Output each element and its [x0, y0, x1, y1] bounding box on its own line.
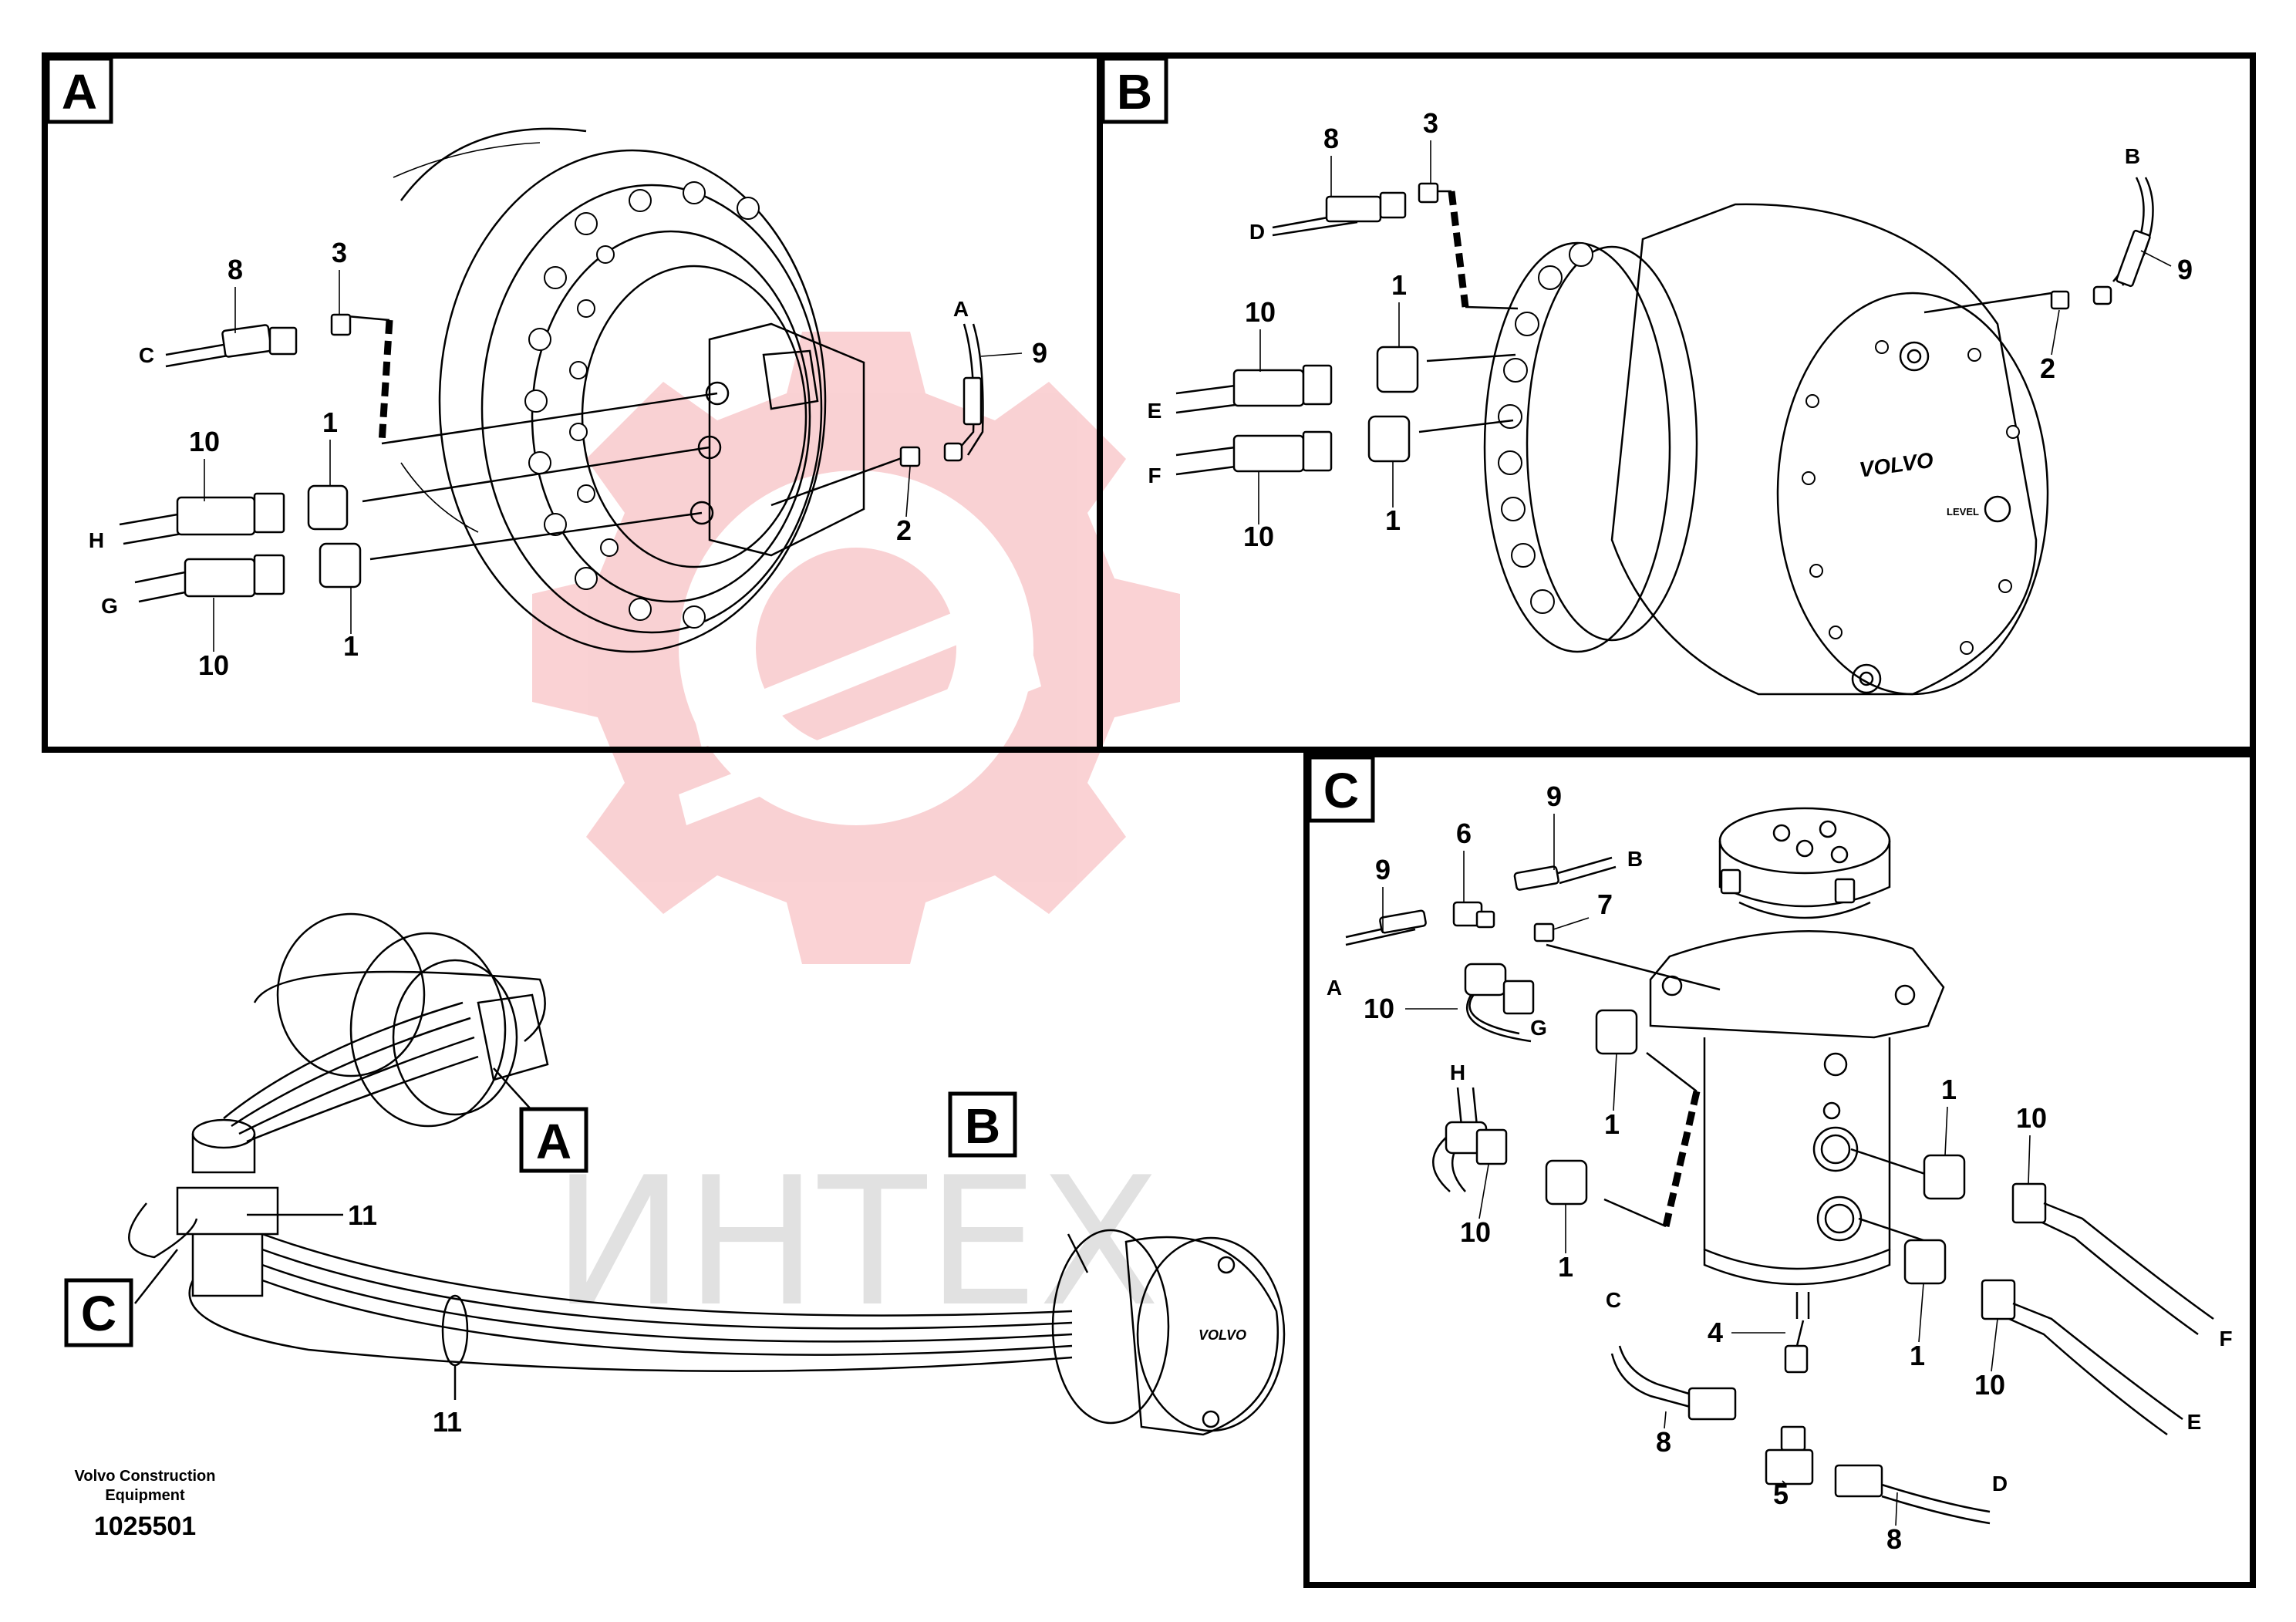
- letter-b-e: E: [1148, 399, 1162, 423]
- tee-fitting-6: [1345, 856, 1617, 946]
- ref-c-10-h: 10: [1460, 1216, 1491, 1248]
- hose-d-assembly: [1272, 182, 1439, 237]
- letter-c-c: C: [1606, 1288, 1621, 1312]
- ref-c-10-g: 10: [1364, 993, 1394, 1024]
- overview-tag-a-box: [519, 1107, 588, 1173]
- ref-b-10-top: 10: [1245, 296, 1276, 328]
- letter-c-d: D: [1992, 1472, 2008, 1496]
- ref-b-8: 8: [1323, 123, 1339, 154]
- hose-f-c-assembly: [1923, 1154, 2214, 1336]
- panel-c: C: [1307, 755, 2233, 1555]
- ref-a-1-bottom: 1: [343, 630, 359, 662]
- overview-tag-b: B: [965, 1098, 1000, 1154]
- ref-a-1-top: 1: [322, 406, 338, 438]
- panel-b: B VOLVO LEVEL: [1101, 56, 2193, 696]
- letter-c-e: E: [2187, 1410, 2202, 1434]
- letter-c-g: G: [1530, 1016, 1547, 1040]
- panel-b-tag-box: [1101, 56, 1168, 124]
- letter-a-c: C: [139, 343, 154, 367]
- tee-fitting-5: [1610, 1344, 1991, 1525]
- hose-g-assembly: [134, 542, 362, 603]
- level-label-b: LEVEL: [1947, 506, 1979, 518]
- ref-c-1-g: 1: [1604, 1108, 1620, 1140]
- ref-b-3: 3: [1423, 107, 1438, 139]
- overview-tag-c-box: [64, 1278, 133, 1347]
- ref-c-9-left: 9: [1375, 854, 1391, 885]
- document-number: 1025501: [94, 1512, 196, 1541]
- hose-e-c-assembly: [1903, 1239, 2183, 1436]
- letter-c-f: F: [2219, 1327, 2232, 1351]
- elbow-h-assembly: [1432, 1087, 1588, 1206]
- letter-c-a: A: [1327, 976, 1342, 1000]
- letter-a-a: A: [953, 297, 969, 321]
- ref-c-10-e: 10: [1974, 1369, 2005, 1401]
- travel-motor-a: [393, 127, 865, 653]
- overview-housing-logo: VOLVO: [1199, 1327, 1246, 1343]
- overview-ref-11-right: 11: [348, 1199, 377, 1231]
- letter-c-b: B: [1627, 847, 1643, 871]
- panel-a-tag-box: [46, 56, 113, 124]
- hose-c-assembly: [165, 313, 352, 368]
- letter-b-d: D: [1249, 220, 1265, 244]
- panel-c-tag-box: [1307, 755, 1375, 823]
- letter-a-g: G: [101, 594, 118, 618]
- housing-logo-b: VOLVO: [1858, 447, 1935, 481]
- overview-tag-c: C: [81, 1286, 116, 1341]
- ref-a-10-top: 10: [189, 426, 220, 457]
- ref-a-9: 9: [1032, 337, 1047, 369]
- watermark-logo: [532, 332, 1180, 964]
- ref-c-4: 4: [1708, 1317, 1723, 1348]
- elbow-g-assembly: [1464, 963, 1638, 1055]
- hose-f-assembly: [1175, 415, 1411, 476]
- ref-c-5: 5: [1773, 1479, 1789, 1510]
- company-line-2: Equipment: [105, 1487, 185, 1504]
- overview-tag-a: A: [536, 1114, 571, 1169]
- hose-9-assembly: [899, 323, 984, 467]
- hose-9-b-assembly: [2050, 177, 2154, 310]
- ref-a-8: 8: [228, 254, 243, 285]
- letter-c-h: H: [1450, 1061, 1465, 1084]
- ref-c-8-left: 8: [1656, 1426, 1671, 1458]
- hose-e-assembly: [1175, 346, 1419, 414]
- dashed-link-b: [1448, 191, 1469, 308]
- ref-c-10-f: 10: [2016, 1102, 2047, 1134]
- ref-c-8-right: 8: [1886, 1523, 1902, 1555]
- ref-c-6: 6: [1456, 818, 1472, 849]
- swivel-joint: [1649, 807, 1945, 1319]
- panel-c-frame: [1303, 751, 2256, 1588]
- letter-b-f: F: [1148, 464, 1161, 487]
- ref-c-1-f: 1: [1941, 1074, 1957, 1105]
- ref-c-9-right: 9: [1546, 781, 1562, 812]
- letter-a-h: H: [89, 528, 104, 552]
- ref-c-7: 7: [1597, 889, 1613, 920]
- company-line-1: Volvo Construction: [75, 1468, 216, 1485]
- dashed-link-a: [378, 319, 393, 444]
- ref-b-1-top: 1: [1391, 269, 1407, 301]
- panel-c-tag: C: [1323, 763, 1359, 818]
- hose-h-assembly: [119, 484, 349, 545]
- ref-b-9: 9: [2177, 254, 2193, 285]
- letter-b-b: B: [2125, 144, 2140, 168]
- ref-c-1-h: 1: [1558, 1251, 1573, 1283]
- ref-a-2: 2: [896, 514, 912, 546]
- overview-assembly: VOLVO: [128, 912, 1286, 1436]
- panel-a-tag: A: [62, 64, 97, 120]
- dashed-link-c: [1662, 1090, 1701, 1228]
- ref-a-10-bottom: 10: [198, 649, 229, 681]
- overview-tag-b-box: [948, 1091, 1017, 1158]
- overview-ref-11-bottom: 11: [433, 1406, 462, 1438]
- panel-b-frame: [1097, 52, 2256, 753]
- ref-b-1-bottom: 1: [1385, 504, 1401, 536]
- ref-a-3: 3: [332, 237, 347, 268]
- panel-a: A: [46, 56, 1047, 681]
- travel-motor-b: VOLVO LEVEL: [1483, 203, 2049, 696]
- ref-b-10-bottom: 10: [1243, 521, 1274, 552]
- ref-b-2: 2: [2040, 352, 2055, 384]
- ref-c-1-e: 1: [1910, 1340, 1925, 1371]
- panel-b-tag: B: [1117, 64, 1152, 120]
